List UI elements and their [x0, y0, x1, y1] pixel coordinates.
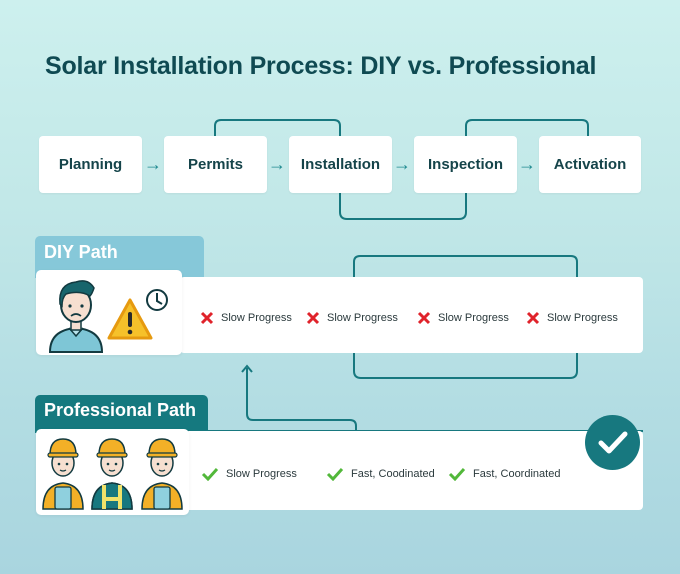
arrow-icon: → — [518, 154, 536, 174]
arrow-icon: → — [144, 154, 162, 174]
diy-avatar-card — [36, 270, 182, 355]
check-icon — [326, 467, 344, 481]
arrow-icon: → — [393, 154, 411, 174]
diy-outcome-label: Slow Progress — [221, 312, 292, 324]
professional-outcome-item: Fast, Coodinated — [326, 467, 435, 481]
step-inspection: Inspection — [414, 136, 517, 193]
connector-inspection-activation-top — [465, 119, 589, 136]
diy-outcome-label: Slow Progress — [327, 312, 398, 324]
connector-installation-inspection-bottom — [339, 193, 467, 220]
step-planning: Planning — [39, 136, 142, 193]
check-circle-icon — [585, 415, 640, 470]
diy-outcome-item: Slow Progress — [200, 311, 292, 325]
diy-outcome-item: Slow Progress — [417, 311, 509, 325]
step-permits: Permits — [164, 136, 267, 193]
check-icon — [201, 467, 219, 481]
professional-outcome-label: Slow Progress — [226, 468, 297, 480]
arrow-icon: → — [268, 154, 286, 174]
clock-icon — [146, 289, 168, 311]
diy-outcome-item: Slow Progress — [526, 311, 618, 325]
connector-arrow-head — [241, 364, 253, 373]
diy-outcome-item: Slow Progress — [306, 311, 398, 325]
x-icon — [526, 311, 540, 325]
diy-outcome-label: Slow Progress — [438, 312, 509, 324]
professional-outcome-label: Fast, Coordinated — [473, 468, 561, 480]
warning-icon — [107, 298, 153, 340]
professional-outcome-item: Fast, Coordinated — [448, 467, 560, 481]
connector-permits-installation-top — [214, 119, 341, 136]
worker-icon — [141, 438, 183, 510]
worker-icon — [91, 438, 133, 510]
x-icon — [200, 311, 214, 325]
page-title: Solar Installation Process: DIY vs. Prof… — [45, 52, 597, 80]
check-icon — [448, 467, 466, 481]
professional-path-tab: Professional Path — [35, 395, 208, 433]
x-icon — [417, 311, 431, 325]
diy-outcomes-row — [180, 277, 643, 353]
professional-outcome-item: Slow Progress — [201, 467, 297, 481]
connector-diy-loop-top — [353, 255, 578, 277]
professional-outcome-label: Fast, Coodinated — [351, 468, 435, 480]
professional-avatar-card — [36, 429, 189, 515]
diy-outcome-label: Slow Progress — [547, 312, 618, 324]
professional-outcomes-row — [185, 431, 643, 510]
connector-diy-loop-bottom — [353, 353, 578, 379]
worker-icon — [42, 438, 84, 510]
step-activation: Activation — [539, 136, 641, 193]
connector-return-arrow — [246, 368, 357, 431]
x-icon — [306, 311, 320, 325]
frustrated-person-icon — [48, 280, 104, 353]
step-installation: Installation — [289, 136, 392, 193]
